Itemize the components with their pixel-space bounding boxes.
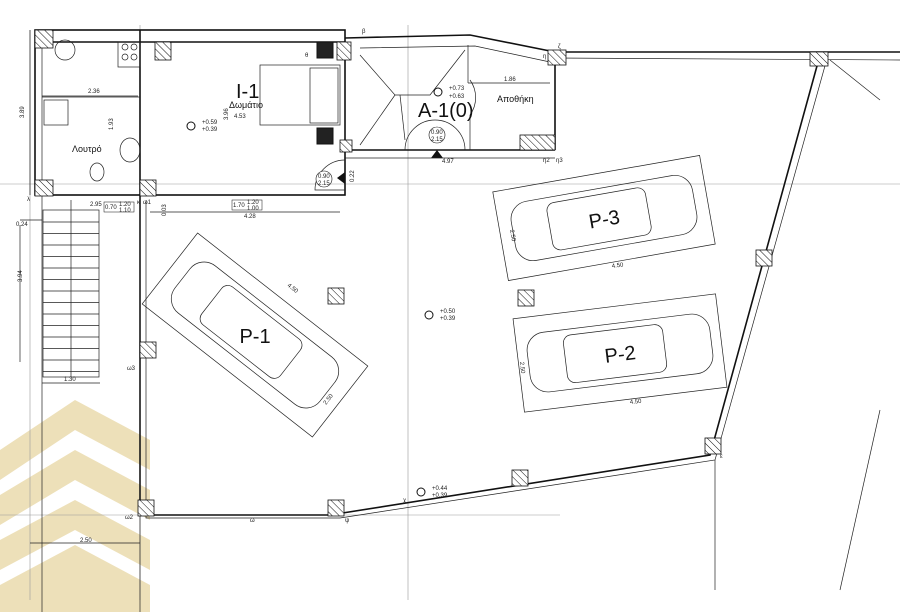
svg-text:+0.44: +0.44 <box>432 486 448 492</box>
svg-text:θ: θ <box>305 53 309 59</box>
building-walls <box>34 29 900 612</box>
svg-text:ψ: ψ <box>345 518 349 524</box>
svg-text:2.95: 2.95 <box>90 202 102 208</box>
svg-text:η: η <box>543 54 546 60</box>
door-tag: 0.90 2.15 <box>315 170 333 188</box>
svg-text:3.96: 3.96 <box>224 108 230 120</box>
parking-label: P-2 <box>603 342 637 368</box>
svg-text:2.36: 2.36 <box>88 89 100 95</box>
svg-text:1.00: 1.00 <box>247 206 259 212</box>
svg-text:ω2: ω2 <box>125 515 134 521</box>
parking-space-p2: P-2 <box>512 293 728 413</box>
unit-code: I-1 <box>236 81 259 103</box>
svg-text:4.50: 4.50 <box>611 262 624 270</box>
svg-text:+0.39: +0.39 <box>202 127 218 133</box>
level-marker: +0.59 +0.39 <box>186 120 218 133</box>
svg-text:0.24: 0.24 <box>16 222 28 228</box>
svg-text:4.28: 4.28 <box>244 214 256 220</box>
svg-text:κ: κ <box>137 200 141 206</box>
svg-text:1.20: 1.20 <box>247 200 259 206</box>
level-marker: +0.50 +0.39 <box>424 309 456 322</box>
columns <box>34 29 829 517</box>
svg-text:0.70: 0.70 <box>105 205 117 211</box>
svg-text:0.90: 0.90 <box>318 174 330 180</box>
svg-text:3.89: 3.89 <box>20 106 26 118</box>
dimension-lines <box>19 30 555 544</box>
svg-text:+0.39: +0.39 <box>432 493 448 499</box>
svg-text:ω: ω <box>250 518 255 524</box>
window-tag: 1.70 1.20 1.00 <box>231 199 263 212</box>
svg-text:0.03: 0.03 <box>162 204 168 216</box>
parking-space-p1: P-1 <box>141 232 369 438</box>
svg-text:λ: λ <box>27 197 30 203</box>
storage-unit-code: A-1(0) <box>418 100 474 122</box>
survey-points: ω1 ω2 ω3 ω ψ χ θ η η2 η3 ζ β κ λ ε <box>27 29 723 524</box>
svg-text:2.50: 2.50 <box>80 538 92 544</box>
svg-text:0.22: 0.22 <box>350 170 356 182</box>
svg-text:2.15: 2.15 <box>318 181 330 187</box>
entrance-arrow-icon <box>431 150 443 158</box>
svg-text:1.20: 1.20 <box>119 202 131 208</box>
svg-text:η2: η2 <box>543 158 550 164</box>
svg-text:+0.39: +0.39 <box>440 316 456 322</box>
external-stairs <box>42 200 100 378</box>
svg-text:4.50: 4.50 <box>630 399 643 406</box>
svg-text:ω3: ω3 <box>127 366 136 372</box>
svg-text:+0.50: +0.50 <box>440 309 456 315</box>
level-marker: +0.73 +0.63 <box>433 86 465 100</box>
svg-text:3.94: 3.94 <box>18 270 24 282</box>
svg-text:ω1: ω1 <box>143 200 152 206</box>
dimension-labels: 2.36 3.89 1.93 3.96 4.53 2.95 4.28 0.03 … <box>16 77 642 544</box>
parking-label: P-3 <box>587 206 621 233</box>
svg-text:0.90: 0.90 <box>431 130 443 136</box>
storage-label: Αποθήκη <box>497 94 534 104</box>
svg-text:+0.59: +0.59 <box>202 120 218 126</box>
svg-text:ε: ε <box>720 454 723 460</box>
svg-text:4.50: 4.50 <box>286 283 299 295</box>
parking-space-p3: P-3 <box>492 155 716 281</box>
svg-text:4.97: 4.97 <box>442 159 454 165</box>
room-label: Δωμάτιο <box>229 100 263 110</box>
svg-text:η3: η3 <box>556 158 563 164</box>
watermark-logo <box>0 400 150 612</box>
svg-text:1.86: 1.86 <box>504 77 516 83</box>
svg-text:2.15: 2.15 <box>431 137 443 143</box>
svg-text:1.93: 1.93 <box>109 118 115 130</box>
bathroom-label: Λουτρό <box>72 144 102 154</box>
svg-text:β: β <box>362 29 366 35</box>
svg-text:+0.73: +0.73 <box>449 86 465 92</box>
level-marker: +0.44 +0.39 <box>416 486 448 499</box>
svg-text:1.10: 1.10 <box>119 208 131 214</box>
svg-text:χ: χ <box>403 498 407 504</box>
entrance-arrow-icon <box>337 172 345 184</box>
svg-text:4.53: 4.53 <box>234 114 246 120</box>
svg-text:+0.63: +0.63 <box>449 94 465 100</box>
svg-text:ζ: ζ <box>558 44 561 50</box>
svg-text:1.30: 1.30 <box>64 377 76 383</box>
stair-treads <box>43 221 99 372</box>
window-tag: 0.70 1.20 1.10 <box>103 201 135 214</box>
door-tag: 0.90 2.15 <box>428 126 446 144</box>
svg-text:2.50: 2.50 <box>518 362 525 375</box>
svg-text:1.70: 1.70 <box>233 203 245 209</box>
svg-text:2.50: 2.50 <box>508 229 516 242</box>
parking-label: P-1 <box>239 326 270 348</box>
